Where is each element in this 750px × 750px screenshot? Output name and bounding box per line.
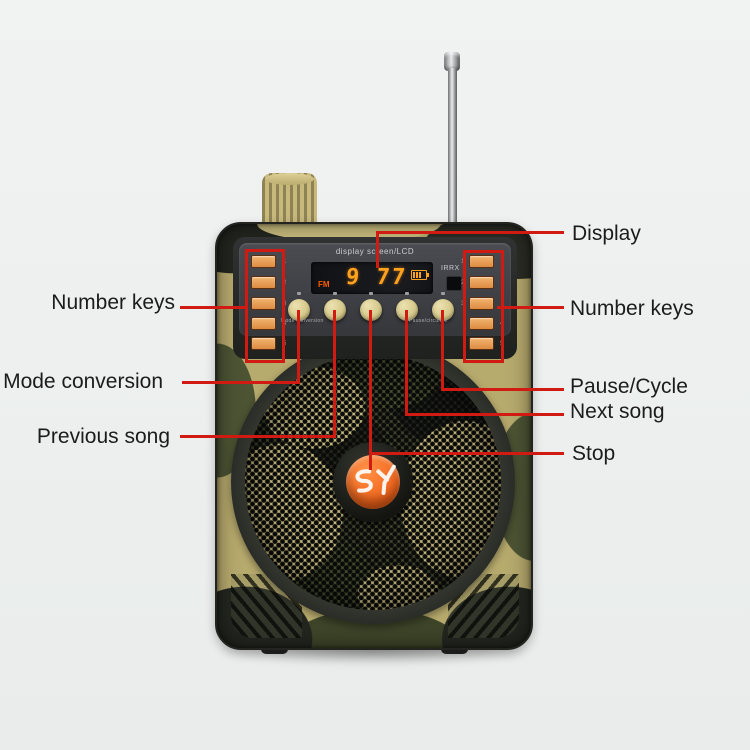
- mode-button-print: Mode conversion: [281, 318, 324, 324]
- annotation-line-stop-h: [369, 452, 564, 455]
- label-next-song: Next song: [570, 400, 665, 423]
- annotation-line-previous-v: [333, 310, 336, 438]
- ir-receiver-label: IRRX: [441, 265, 460, 272]
- annotation-line-pause-v: [441, 310, 444, 391]
- number-key[interactable]: [469, 297, 494, 310]
- number-key[interactable]: [469, 276, 494, 289]
- ir-receiver-window: [446, 276, 462, 291]
- label-mode-conversion: Mode conversion: [3, 370, 163, 393]
- annotation-line-display-h: [377, 231, 564, 234]
- key-number-label: 1: [461, 259, 465, 265]
- label-number-keys-left: Number keys: [51, 291, 175, 314]
- annotation-line-next-v: [405, 310, 408, 416]
- fm-band-indicator: FM: [318, 280, 330, 289]
- label-number-keys-right: Number keys: [570, 297, 694, 320]
- annotation-line-mode-h: [182, 381, 300, 384]
- annotation-line-stop-v: [369, 310, 372, 470]
- label-pause-cycle: Pause/Cycle: [570, 375, 688, 398]
- key-number-label: 2: [461, 280, 465, 286]
- number-key[interactable]: [251, 255, 276, 268]
- label-previous-song: Previous song: [36, 425, 170, 448]
- lcd-display: FM 9 77: [311, 262, 433, 294]
- label-stop: Stop: [572, 442, 616, 465]
- panel-title: display screen/LCD: [335, 247, 415, 256]
- pause-button-print: Pause/circulate: [409, 318, 448, 324]
- number-key[interactable]: [251, 317, 276, 330]
- frequency-readout: 9 77: [344, 265, 409, 290]
- antenna-tip: [444, 52, 460, 71]
- number-key[interactable]: [469, 255, 494, 268]
- annotation-line-number-keys-left-h: [180, 306, 246, 309]
- volume-knob[interactable]: [262, 173, 317, 227]
- speaker-hub: [333, 442, 413, 522]
- annotation-line-display-v: [376, 231, 379, 268]
- annotation-line-next-h: [405, 413, 564, 416]
- annotation-line-number-keys-right-h: [497, 306, 564, 309]
- number-key[interactable]: [251, 276, 276, 289]
- annotation-line-pause-h: [441, 388, 564, 391]
- number-key[interactable]: [251, 297, 276, 310]
- key-number-label: 3: [461, 301, 465, 307]
- annotation-line-mode-v: [297, 310, 300, 384]
- label-display: Display: [572, 222, 641, 245]
- battery-icon: [411, 270, 429, 280]
- antenna: [448, 68, 457, 228]
- number-key[interactable]: [469, 337, 494, 350]
- number-key[interactable]: [251, 337, 276, 350]
- annotation-box-number-keys-left: [245, 249, 285, 363]
- annotation-line-previous-h: [180, 435, 336, 438]
- brand-logo-icon: [346, 455, 400, 509]
- number-key[interactable]: [469, 317, 494, 330]
